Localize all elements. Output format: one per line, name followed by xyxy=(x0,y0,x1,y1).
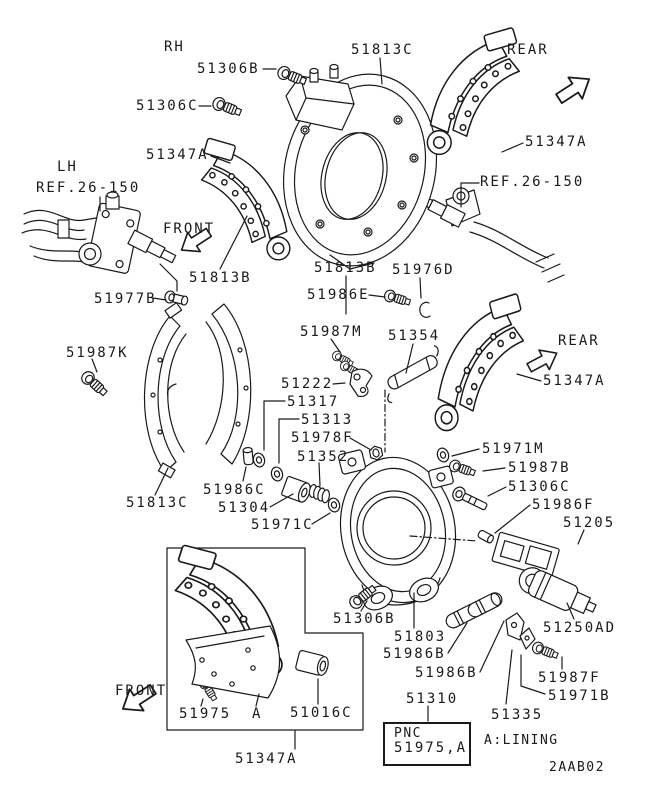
part-label-51205: 51205 xyxy=(563,515,616,531)
bolt-51306c-top xyxy=(210,95,244,120)
orientation-label-rh: RH xyxy=(164,39,185,55)
spring-51354 xyxy=(387,345,439,404)
ring-51971m xyxy=(435,446,451,464)
adjuster-51977b xyxy=(164,290,189,306)
part-label-51978f: 51978F xyxy=(291,430,354,446)
drawing-code: 2AAB02 xyxy=(549,760,605,775)
washer-51313 xyxy=(269,465,285,483)
part-label-51250ad: 51250AD xyxy=(543,620,617,636)
ref-label-left: REF.26-150 xyxy=(36,180,141,196)
pin-51803-2 xyxy=(465,589,505,620)
part-label-51987b: 51987B xyxy=(508,460,571,476)
part-label-51306b-bottom: 51306B xyxy=(333,611,396,627)
part-label-51986b-1: 51986B xyxy=(383,646,446,662)
lining-piece-a xyxy=(185,625,281,699)
part-label-51016c: 51016C xyxy=(290,705,353,721)
spring-51352 xyxy=(307,483,332,504)
nut-51978f xyxy=(368,445,384,461)
part-label-51986e: 51986E xyxy=(307,287,370,303)
axle-assembly-lh xyxy=(21,191,177,274)
lining-legend-note: A:LINING xyxy=(484,733,559,748)
part-label-51977b: 51977B xyxy=(94,291,157,307)
direction-label-front-bottom: FRONT xyxy=(115,683,168,699)
detail-box xyxy=(166,547,364,731)
shim-51971b xyxy=(519,627,536,650)
part-label-51971c: 51971C xyxy=(251,517,314,533)
part-label-51803: 51803 xyxy=(394,629,447,645)
part-label-51347a-mid: 51347A xyxy=(543,373,606,389)
pin-51986f xyxy=(477,529,494,544)
bushing-51016c xyxy=(295,650,329,676)
rear-arrow-icon-top xyxy=(551,67,597,111)
part-label-51975: 51975 xyxy=(179,706,232,722)
direction-label-rear-mid: REAR xyxy=(558,333,600,349)
bolt-51987k xyxy=(78,368,111,399)
brake-shoe-mid-right xyxy=(434,292,525,432)
part-label-51986f: 51986F xyxy=(532,497,595,513)
part-label-51335: 51335 xyxy=(491,707,544,723)
anchor-plate-assembly xyxy=(337,449,457,611)
wheel-cylinder-51250ad xyxy=(518,567,597,615)
axle-assembly-rh xyxy=(416,187,565,283)
part-label-51306b-top: 51306B xyxy=(197,61,260,77)
part-label-51347a-topright: 51347A xyxy=(525,134,588,150)
lining-mark-a: A xyxy=(252,706,263,722)
orientation-label-lh: LH xyxy=(57,159,78,175)
bolt-51306c-right xyxy=(452,486,488,511)
leader-lines xyxy=(91,57,585,750)
part-label-51813b-right: 51813B xyxy=(314,260,377,276)
part-label-51304: 51304 xyxy=(218,500,271,516)
direction-label-front-top: FRONT xyxy=(163,221,216,237)
part-label-51987k: 51987K xyxy=(66,345,129,361)
backing-plate-center xyxy=(282,63,438,270)
ref-label-right: REF.26-150 xyxy=(480,174,585,190)
washer-51317 xyxy=(251,451,267,469)
part-label-51987f: 51987F xyxy=(538,670,601,686)
part-label-51306c-right: 51306C xyxy=(508,479,571,495)
pin-51986c xyxy=(242,446,254,466)
direction-label-rear-top: REAR xyxy=(507,42,549,58)
part-label-51306c-top: 51306C xyxy=(136,98,199,114)
part-label-51813c-left: 51813C xyxy=(126,495,189,511)
part-label-51986c: 51986C xyxy=(203,482,266,498)
part-label-51313: 51313 xyxy=(301,412,354,428)
cylinder-51304 xyxy=(281,475,311,503)
shim-51335 xyxy=(505,612,525,641)
part-label-51813c-top: 51813C xyxy=(351,42,414,58)
part-label-51347a-bottom: 51347A xyxy=(235,751,298,767)
brake-shoe-top-right xyxy=(426,26,520,156)
part-label-51222: 51222 xyxy=(281,376,334,392)
part-label-51310: 51310 xyxy=(406,691,459,707)
brake-shoe-front-left xyxy=(200,137,291,261)
part-label-51986b-2: 51986B xyxy=(415,665,478,681)
part-label-51347a-topleft: 51347A xyxy=(146,147,209,163)
clip-51976d xyxy=(419,301,431,318)
part-label-51317: 51317 xyxy=(287,394,340,410)
part-label-51813b-left: 51813B xyxy=(189,270,252,286)
parking-shoe-pair-left xyxy=(144,302,252,479)
bolt-51987f xyxy=(530,640,560,662)
part-label-51354: 51354 xyxy=(388,328,441,344)
pnc-box: PNC 51975,A xyxy=(383,722,471,766)
bolt-51986e xyxy=(382,288,413,309)
lever-51222 xyxy=(349,368,373,397)
part-label-51976d: 51976D xyxy=(392,262,455,278)
spring-plate-51205 xyxy=(491,531,560,579)
part-label-51352: 51352 xyxy=(297,449,350,465)
part-label-51971m: 51971M xyxy=(482,441,545,457)
pnc-box-title: PNC xyxy=(394,726,422,741)
part-label-51987m: 51987M xyxy=(300,324,363,340)
part-label-51971b: 51971B xyxy=(548,688,611,704)
pnc-box-value: 51975,A xyxy=(394,740,468,756)
